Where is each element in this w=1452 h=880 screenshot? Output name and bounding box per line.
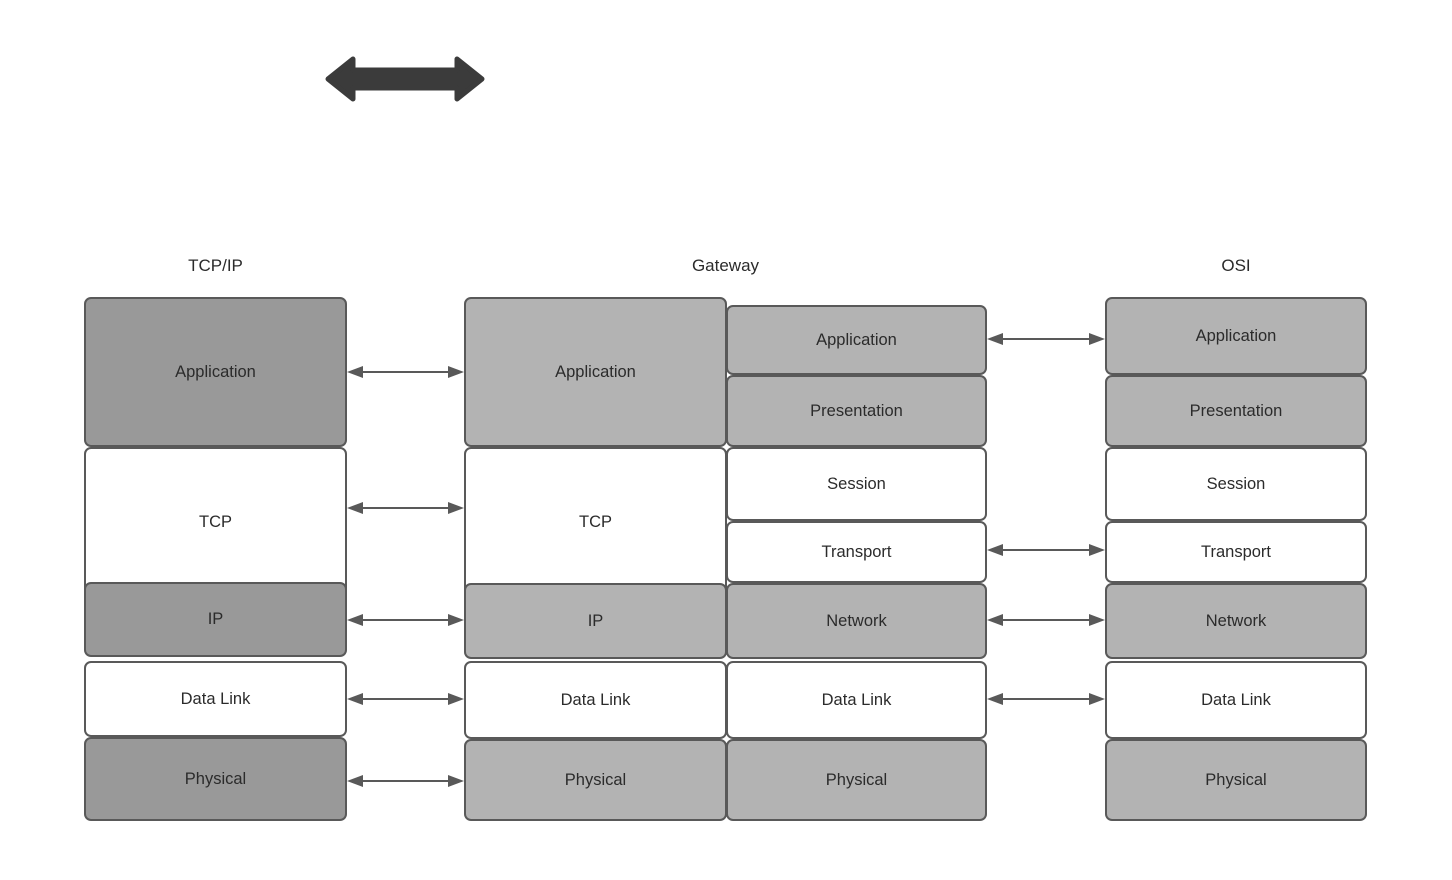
gateway-right-layer-network[interactable]: Network — [726, 583, 987, 659]
connector-gateway-osi-application — [987, 330, 1105, 348]
tcpip-layer-application[interactable]: Application — [84, 297, 347, 447]
gateway-right-layer-transport[interactable]: Transport — [726, 521, 987, 583]
gateway-left-layer-ip[interactable]: IP — [464, 583, 727, 659]
column-title-tcpip: TCP/IP — [188, 256, 243, 275]
double-headed-arrow-icon — [325, 55, 485, 103]
tcpip-layer-ip[interactable]: IP — [84, 582, 347, 657]
connector-tcpip-gateway-application — [347, 363, 464, 381]
gateway-left-layer-physical[interactable]: Physical — [464, 739, 727, 821]
connector-tcpip-gateway-ip — [347, 611, 464, 629]
connector-gateway-osi-transport — [987, 541, 1105, 559]
gateway-left-layer-data-link[interactable]: Data Link — [464, 661, 727, 739]
connector-tcpip-gateway-physical — [347, 772, 464, 790]
connector-tcpip-gateway-tcp — [347, 499, 464, 517]
osi-layer-presentation[interactable]: Presentation — [1105, 375, 1367, 447]
gateway-left-layer-tcp[interactable]: TCP — [464, 447, 727, 597]
osi-layer-data-link[interactable]: Data Link — [1105, 661, 1367, 739]
gateway-right-layer-session[interactable]: Session — [726, 447, 987, 521]
osi-layer-session[interactable]: Session — [1105, 447, 1367, 521]
osi-layer-physical[interactable]: Physical — [1105, 739, 1367, 821]
column-title-gateway: Gateway — [691, 256, 760, 275]
gateway-right-layer-physical[interactable]: Physical — [726, 739, 987, 821]
osi-layer-transport[interactable]: Transport — [1105, 521, 1367, 583]
connector-gateway-osi-network — [987, 611, 1105, 629]
tcpip-layer-tcp[interactable]: TCP — [84, 447, 347, 597]
gateway-right-layer-application[interactable]: Application — [726, 305, 987, 375]
gateway-right-layer-presentation[interactable]: Presentation — [726, 375, 987, 447]
gateway-left-layer-application[interactable]: Application — [464, 297, 727, 447]
connector-gateway-osi-data-link — [987, 690, 1105, 708]
osi-layer-network[interactable]: Network — [1105, 583, 1367, 659]
tcpip-layer-data-link[interactable]: Data Link — [84, 661, 347, 737]
tcpip-layer-physical[interactable]: Physical — [84, 737, 347, 821]
osi-layer-application[interactable]: Application — [1105, 297, 1367, 375]
gateway-right-layer-data-link[interactable]: Data Link — [726, 661, 987, 739]
connector-tcpip-gateway-data-link — [347, 690, 464, 708]
column-title-osi: OSI — [1221, 256, 1251, 275]
